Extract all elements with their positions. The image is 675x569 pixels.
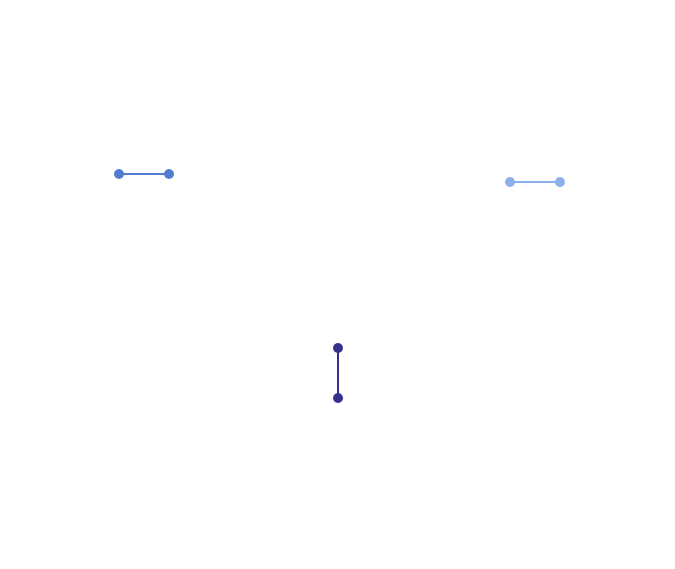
edge-3-node-start[interactable]	[333, 343, 343, 353]
edge-2-node-start[interactable]	[505, 177, 515, 187]
edge-1-node-start[interactable]	[114, 169, 124, 179]
edge-3-node-end[interactable]	[333, 393, 343, 403]
edge-1-node-end[interactable]	[164, 169, 174, 179]
edge-3[interactable]	[333, 343, 343, 403]
edge-2-node-end[interactable]	[555, 177, 565, 187]
edge-1[interactable]	[114, 169, 174, 179]
edge-2[interactable]	[505, 177, 565, 187]
